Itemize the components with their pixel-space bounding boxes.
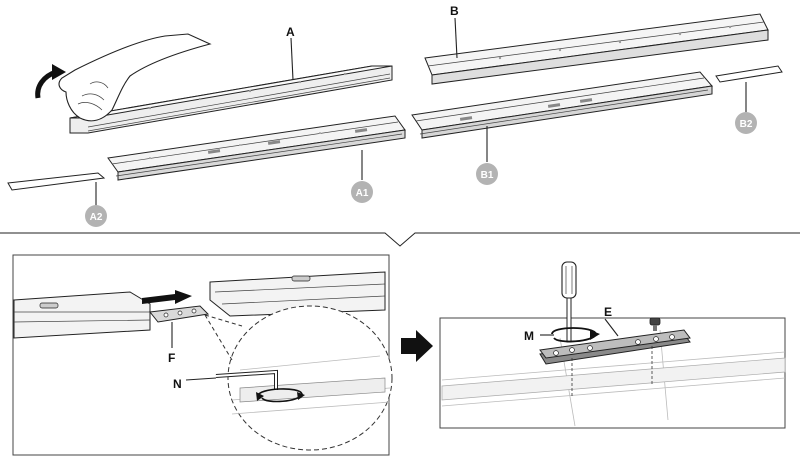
badge-a2: A2 (85, 205, 107, 227)
rotate-arrow-icon (35, 64, 66, 99)
strip-b2 (715, 65, 783, 83)
detail-magnifier (204, 305, 393, 451)
screwdriver-icon (561, 261, 577, 343)
section-divider (0, 232, 800, 247)
hex-key-icon (215, 369, 278, 390)
rail-a1 (107, 115, 406, 181)
screw-icon (649, 317, 661, 331)
label-n: N (173, 377, 182, 391)
push-arrow-icon (142, 290, 192, 304)
badge-b1: B1 (476, 163, 498, 185)
label-b: B (450, 4, 459, 18)
rail-b1 (411, 71, 713, 139)
join-step-panel (12, 254, 393, 456)
svg-text:B1: B1 (481, 170, 494, 181)
svg-text:A1: A1 (356, 188, 369, 199)
badge-b2: B2 (735, 112, 757, 134)
label-m: M (524, 329, 534, 343)
rail-a (69, 65, 393, 134)
rail-b (424, 13, 769, 85)
hand-icon (58, 33, 212, 122)
svg-text:A2: A2 (90, 212, 103, 223)
badge-a1: A1 (351, 181, 373, 203)
connector-plate-f (149, 305, 210, 323)
next-step-arrow-icon (401, 330, 433, 362)
label-f: F (168, 351, 175, 365)
rotate-arrow-icon (551, 327, 600, 343)
fasten-step-panel (439, 317, 786, 429)
svg-text:B2: B2 (740, 119, 753, 130)
label-a: A (286, 25, 295, 39)
label-e: E (604, 305, 612, 319)
strip-a2 (7, 172, 106, 191)
rotate-arrow-icon (256, 388, 305, 403)
connector-plate-e (539, 329, 691, 365)
